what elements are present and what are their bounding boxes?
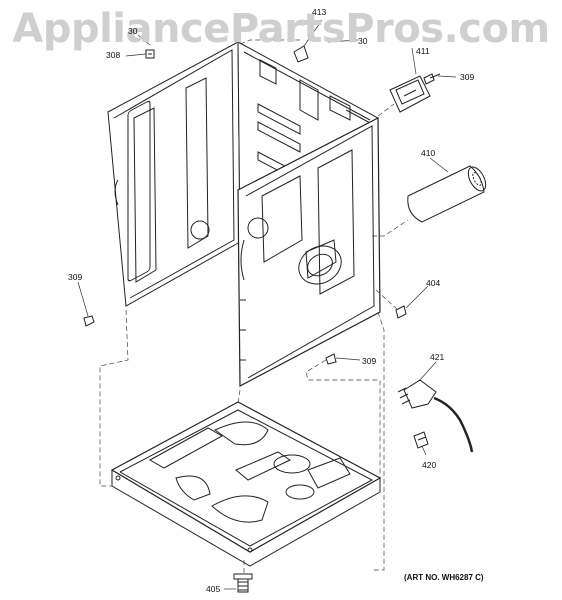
screw-309-mid [325, 353, 337, 365]
cabinet-front-panel [237, 117, 381, 387]
label-308: 308 [106, 50, 121, 60]
assembly-guide-lines [99, 39, 409, 574]
art-number: (ART NO. WH6287 C) [404, 573, 484, 582]
label-404: 404 [426, 278, 441, 288]
label-405: 405 [206, 584, 221, 594]
cabinet-side-panel [107, 41, 241, 307]
label-30-right: 30 [358, 36, 368, 46]
label-421: 421 [430, 352, 445, 362]
screw-308 [145, 49, 155, 59]
label-309-mid: 309 [362, 356, 377, 366]
label-420: 420 [422, 460, 437, 470]
screw-404 [395, 305, 407, 319]
screw-309-left [83, 315, 95, 327]
label-410: 410 [421, 148, 436, 158]
label-309-left: 309 [68, 272, 83, 282]
bracket-413 [293, 45, 309, 63]
leveling-leg [233, 573, 253, 593]
base-pan [110, 401, 382, 567]
label-309-top: 309 [460, 72, 475, 82]
leader-lines [77, 19, 457, 590]
rear-access-cover [389, 75, 431, 113]
exhaust-duct-cylinder [407, 165, 487, 223]
label-30-left: 30 [128, 26, 138, 36]
power-cord [397, 379, 474, 453]
label-413: 413 [312, 7, 327, 17]
screw-309-top [423, 73, 441, 85]
strain-relief-clip [413, 431, 429, 449]
label-411: 411 [416, 46, 430, 56]
